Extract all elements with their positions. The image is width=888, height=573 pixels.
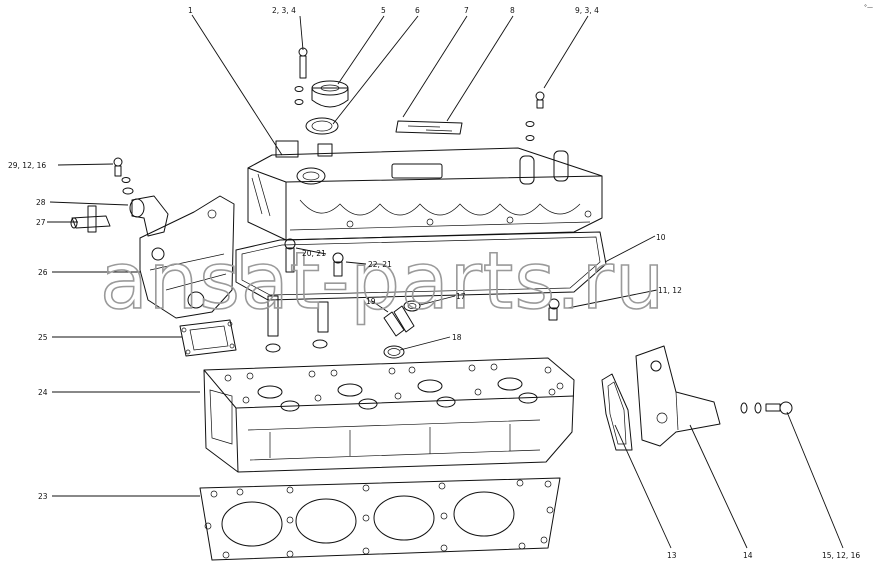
callout-6: 8 [510,6,515,15]
outlet-gasket [179,319,237,357]
sleeves [383,305,415,337]
callout-labels: 1 2, 3, 4 5 6 7 8 9, 3, 4 29, 12, 16 28 … [8,6,860,560]
lifting-bracket [635,345,721,447]
head-gasket [199,477,561,561]
rocker-cover [247,140,603,241]
callout-1: 1 [188,6,193,15]
callout-20: 24 [38,388,48,397]
ring-17 [403,300,421,312]
outlet-manifold [139,195,235,319]
head-bolt-holes [224,363,564,404]
cover-bolt-left [294,47,308,105]
callout-14: 10 [656,233,666,242]
callout-24: 15, 12, 16 [822,551,860,560]
callout-2: 2, 3, 4 [272,6,296,15]
gasket-holes [204,479,554,559]
elbow-fitting [129,195,169,237]
oil-filler-cap [311,80,349,108]
cover-gasket [235,231,607,301]
callout-17: 17 [456,292,466,301]
callout-13: 22, 21 [368,260,392,269]
identification-plate [395,120,463,135]
bracket-gasket [601,373,633,451]
bolt-11 [548,298,560,321]
callout-22: 13 [667,551,677,560]
callout-4: 6 [415,6,420,15]
bolt-29 [113,157,134,195]
callout-9: 28 [36,198,46,207]
callout-18: 25 [38,333,48,342]
callout-15: 11, 12 [658,286,682,295]
callout-23: 14 [743,551,753,560]
tee-fitting [70,205,111,233]
callout-21: 23 [38,492,48,501]
cover-bolt-right [525,91,545,141]
callout-5: 7 [464,6,469,15]
callout-12: 20, 21 [302,249,326,258]
callout-8: 29, 12, 16 [8,161,46,170]
callout-16: 19 [366,297,376,306]
watermark: ansat-parts.ru [100,237,665,327]
cylinder-head [203,357,575,473]
callout-3: 5 [381,6,386,15]
head-ports [257,377,538,412]
cap-seal [305,117,339,135]
head-studs [265,238,344,353]
o-ring [383,345,405,359]
callout-19: 18 [452,333,462,342]
leader-lines [47,14,844,549]
callout-10: 27 [36,218,46,227]
callout-11: 26 [38,268,48,277]
bracket-bolt [740,401,793,415]
corner-mark: °— [864,4,873,11]
callout-7: 9, 3, 4 [575,6,599,15]
